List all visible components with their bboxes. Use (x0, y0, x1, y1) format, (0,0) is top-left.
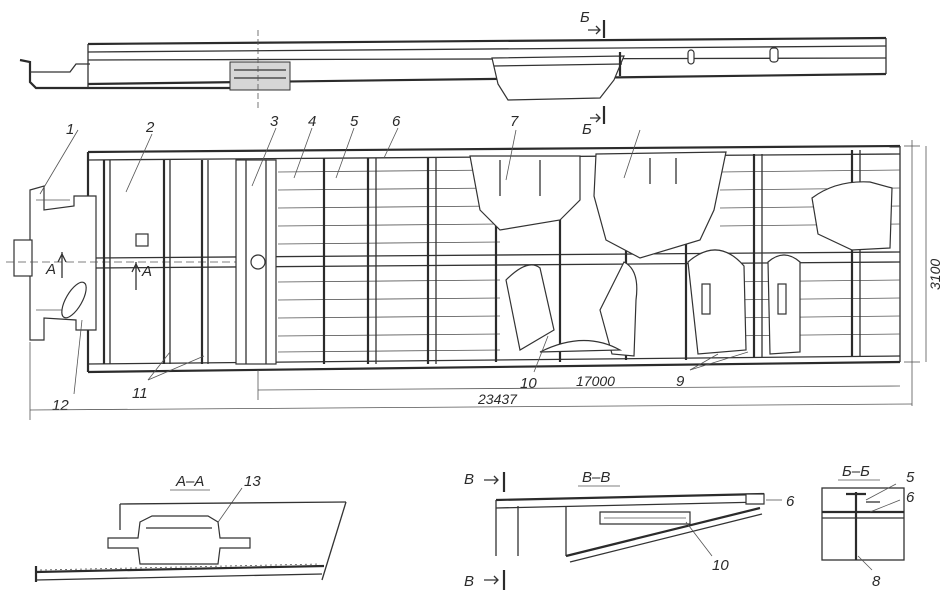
part-label-10: 10 (520, 375, 537, 392)
dimension-length-inner: 17000 (576, 373, 615, 389)
dimension-width: 3100 (927, 259, 943, 290)
section-a-label-13: 13 (244, 473, 261, 490)
section-mark-v-top: В (464, 471, 474, 488)
part-label-1: 1 (66, 121, 74, 138)
section-a-a: А–А 13 (34, 473, 347, 582)
part-label-4: 4 (308, 113, 316, 130)
section-mark-a-right: А (141, 263, 152, 280)
dimensions: 17000 23437 3100 (29, 140, 943, 420)
section-b-b: Б–Б 5 6 8 (821, 463, 915, 590)
section-title-a: А–А (175, 473, 204, 490)
part-label-2: 2 (145, 119, 155, 136)
section-mark-b-top: Б (580, 9, 590, 26)
dimension-length-total: 23437 (477, 391, 518, 407)
part-label-6: 6 (392, 113, 401, 130)
section-b-label-6: 6 (906, 489, 915, 506)
section-b-label-5: 5 (906, 469, 915, 486)
part-label-3: 3 (270, 113, 279, 130)
section-mark-b-bottom: Б (582, 121, 592, 138)
section-mark-v-bottom: В (464, 573, 474, 590)
part-label-7: 7 (510, 113, 519, 130)
part-label-5: 5 (350, 113, 359, 130)
side-view: Б Б (19, 9, 887, 138)
part-label-11: 11 (132, 385, 148, 402)
section-b-label-8: 8 (872, 573, 881, 590)
section-mark-a-left: А (45, 261, 56, 278)
part-label-12: 12 (52, 397, 69, 414)
section-v-v: В–В В В 6 10 (464, 469, 795, 590)
plan-view: А А (6, 144, 901, 374)
section-title-v: В–В (582, 469, 610, 486)
section-v-label-10: 10 (712, 557, 729, 574)
section-title-b: Б–Б (842, 463, 870, 480)
section-v-label-6: 6 (786, 493, 795, 510)
part-label-9: 9 (676, 373, 685, 390)
